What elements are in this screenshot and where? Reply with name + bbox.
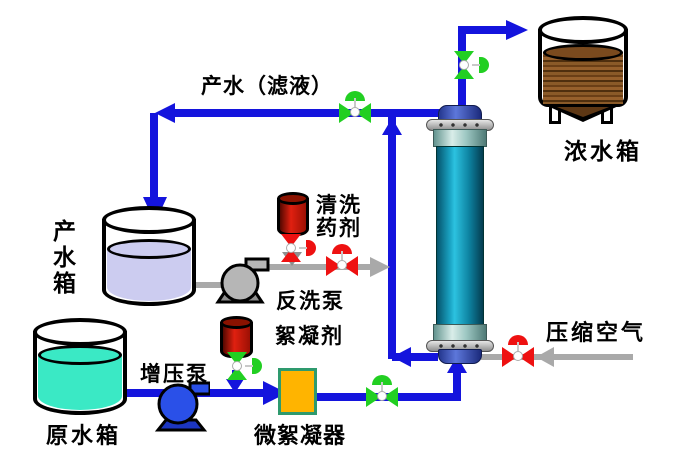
compressed-air-label: 压缩空气: [546, 320, 647, 345]
air-valve: [502, 335, 534, 367]
booster-pump-casing: [157, 383, 199, 425]
backwash-valve-disc: [337, 260, 347, 270]
product-line-label: 产水（滤液）: [201, 74, 333, 98]
flocculant-dosing-valve-body-b: [227, 367, 247, 380]
backwash-pump-label: 反洗泵: [276, 289, 345, 313]
filtrate-valve-body-r: [356, 103, 371, 123]
flocculant-dosing-valve-stem: [245, 365, 253, 367]
backwash-valve-handle: [332, 244, 352, 254]
cleaning-dosing-valve-stem: [299, 247, 307, 249]
cleaning-dosing-valve-body-t: [281, 234, 301, 247]
arrow-air-left: [536, 347, 554, 367]
feed-valve: [366, 375, 398, 407]
arrow-filtrate-left: [155, 103, 175, 123]
pipe-compressed-air: [481, 354, 633, 360]
flocculant-dosing-valve: [227, 352, 263, 380]
arrow-flocculant-down: [226, 379, 244, 393]
feed-valve-handle: [372, 375, 392, 385]
arrow-backwash-right: [370, 257, 390, 277]
backwash-valve-stem: [341, 251, 343, 260]
concentrate-valve-stem: [472, 64, 480, 66]
cleaning-agent-label: 清洗药剂: [316, 193, 362, 240]
concentrate-tank-cone-fill: [549, 104, 617, 117]
cleaning-dosing-valve: [281, 234, 317, 262]
module-top-collar: [433, 129, 487, 147]
feed-valve-body-r: [383, 387, 398, 407]
pipe-module-bottom-out: [392, 353, 438, 361]
concentrate-valve-body-t: [454, 51, 474, 64]
pipe-product-tank-drop: [150, 113, 158, 201]
micro-flocculator-label: 微絮凝器: [254, 423, 347, 448]
backwash-pump-casing: [220, 263, 260, 303]
cleaning-dosing-valve-body-b: [281, 249, 301, 262]
booster-pump-label: 增压泵: [140, 362, 209, 386]
concentrate-tank-rim: [538, 16, 628, 44]
air-valve-handle: [508, 335, 528, 345]
module-shell: [436, 146, 484, 326]
flocculant-dosing-valve-disc: [232, 361, 242, 371]
raw-tank-rim: [33, 318, 127, 346]
pipe-concentrate-header: [458, 26, 510, 34]
feed-valve-disc: [377, 391, 387, 401]
filtrate-valve: [339, 91, 371, 123]
pipe-filtrate-riser: [388, 113, 396, 359]
cleaning-dosing-valve-disc: [286, 243, 296, 253]
air-valve-stem: [517, 342, 519, 351]
arrow-bottom-out-left: [392, 347, 411, 367]
air-valve-body-r: [519, 347, 534, 367]
product-tank-label: 产水箱: [53, 219, 76, 296]
pipe-backwash-suction: [192, 282, 230, 288]
flocculant-dosing-valve-handle: [252, 358, 262, 374]
flocculant-dosing-valve-body-t: [227, 352, 247, 365]
concentrate-valve-disc: [459, 60, 469, 70]
pipe-filtrate-header: [164, 109, 446, 117]
concentrate-valve-handle: [479, 57, 489, 73]
micro-flocculator: [278, 368, 317, 415]
backwash-valve: [326, 244, 358, 276]
arrow-into-concentrate-tank: [506, 20, 528, 40]
filtrate-valve-handle: [345, 91, 365, 101]
pipe-backwash-discharge: [250, 264, 372, 270]
flocculant-drum-top: [220, 316, 253, 329]
arrow-riser-up: [382, 118, 402, 135]
concentrate-valve-body-b: [454, 66, 474, 79]
pipe-feed-riser: [453, 372, 461, 401]
product-tank-surface: [107, 239, 191, 259]
flocculant-label: 絮凝剂: [275, 324, 344, 348]
raw-tank-surface: [38, 345, 122, 365]
filtrate-valve-disc: [350, 107, 360, 117]
concentrate-tank-label: 浓水箱: [564, 139, 642, 164]
filtrate-valve-stem: [354, 98, 356, 107]
cleaning-drum-top: [277, 192, 309, 205]
product-tank-rim: [102, 206, 196, 234]
feed-valve-stem: [381, 382, 383, 391]
cleaning-dosing-valve-handle: [306, 240, 316, 256]
backwash-valve-body-r: [343, 256, 358, 276]
air-valve-disc: [513, 351, 523, 361]
concentrate-valve: [454, 51, 490, 79]
module-bottom-cap: [438, 349, 482, 364]
raw-tank-label: 原水箱: [46, 423, 122, 448]
concentrate-tank-surface: [543, 44, 623, 61]
booster-pump: [154, 381, 210, 432]
backwash-pump: [215, 257, 270, 304]
